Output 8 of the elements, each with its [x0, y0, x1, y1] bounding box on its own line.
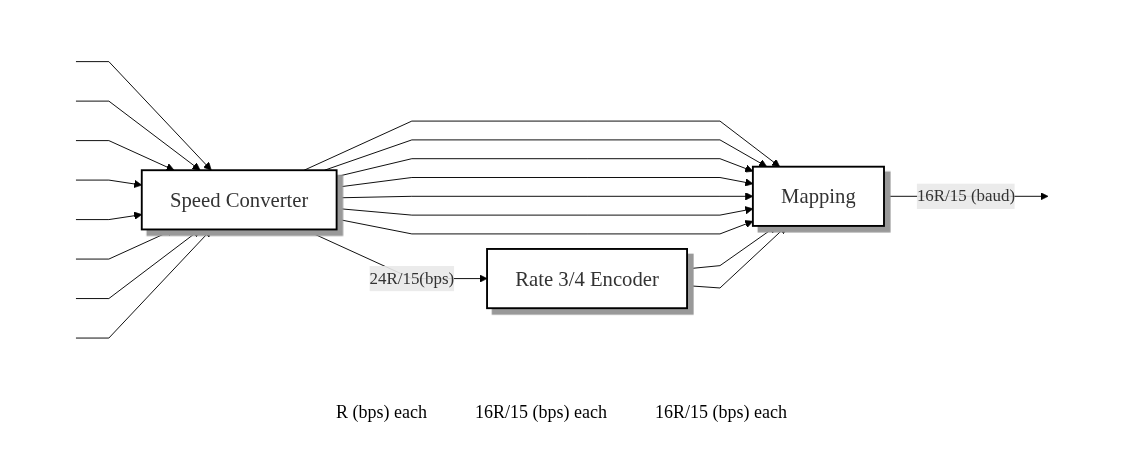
edge-label: 24R/15(bps): [369, 268, 454, 288]
rate-label: 16R/15 (bps) each: [474, 401, 608, 424]
edge-label: 16R/15 (baud): [916, 186, 1015, 206]
rate-label: R (bps) each: [335, 401, 428, 424]
node-box: Mapping: [751, 165, 885, 227]
rate-label: 16R/15 (bps) each: [654, 401, 788, 424]
node-box: Rate 3/4 Encoder: [485, 248, 688, 310]
node-box: Speed Converter: [140, 169, 338, 231]
